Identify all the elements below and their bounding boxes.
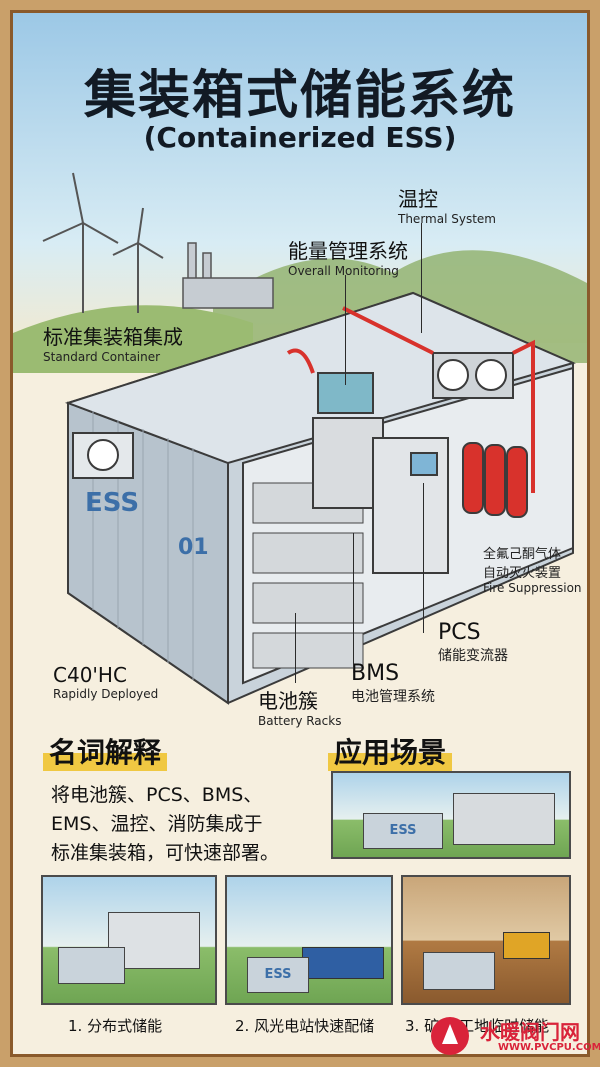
- callout-fire-cn1: 全氟己酮气体: [483, 547, 562, 562]
- callout-bms-cn: 电池管理系统: [351, 689, 435, 705]
- callout-pcs-en: PCS: [438, 620, 481, 645]
- callout-ems-cn: 能量管理系统: [288, 239, 408, 263]
- leader-line-pcs: [423, 483, 424, 633]
- applications-heading: 应用场景: [328, 731, 453, 771]
- scene-ess-box-2: ESS: [247, 957, 309, 993]
- callout-fire: 全氟己酮气体 自动灭火装置 Fire Suppression: [483, 543, 582, 595]
- watermark-logo-icon: [431, 1017, 469, 1055]
- poster-title: 集装箱式储能系统: [83, 66, 516, 126]
- callout-container: 标准集装箱集成 Standard Container: [43, 321, 183, 364]
- watermark-text: 水暖阀门网: [480, 1020, 580, 1044]
- watermark-url: WWW.PVCPU.COM: [498, 1042, 600, 1053]
- scene-caption-2: 2. 风光电站快速配储: [235, 1017, 375, 1035]
- factory-icon: [182, 242, 274, 309]
- glossary-line-1: 将电池簇、PCS、BMS、: [51, 784, 263, 806]
- scene-1-container: [58, 947, 125, 984]
- callout-container-cn: 标准集装箱集成: [43, 325, 183, 349]
- solar-panel-icon: [302, 947, 384, 979]
- leader-line-bms: [353, 533, 354, 673]
- glossary-line-3: 标准集装箱，可快速部署。: [51, 842, 280, 864]
- excavator-icon: [503, 932, 550, 959]
- scene-3-container: [423, 952, 495, 990]
- application-scene-1: [41, 875, 217, 1005]
- callout-bms: BMS 电池管理系统: [351, 661, 435, 706]
- scene-caption-1: 1. 分布式储能: [68, 1017, 163, 1035]
- callout-c40: C40'HC Rapidly Deployed: [53, 663, 158, 701]
- callout-rack-cn: 电池簇: [258, 689, 318, 713]
- callout-ems-en: Overall Monitoring: [288, 264, 399, 278]
- callout-thermal-cn: 温控: [398, 187, 438, 211]
- callout-c40-en: C40'HC: [53, 663, 127, 687]
- leader-line-ems: [345, 275, 346, 385]
- container-number-marking: 01: [178, 535, 209, 560]
- poster-frame: 集装箱式储能系统 (Containerized ESS): [10, 10, 590, 1057]
- callout-container-en: Standard Container: [43, 350, 161, 364]
- callout-fire-en: Fire Suppression: [483, 581, 582, 595]
- application-scene-2: ESS: [225, 875, 393, 1005]
- leader-line-rack: [295, 613, 296, 683]
- glossary-text: 将电池簇、PCS、BMS、 EMS、温控、消防集成于 标准集装箱，可快速部署。: [51, 781, 306, 868]
- application-scene-main: ESS: [331, 771, 571, 859]
- callout-rack-en: Battery Racks: [258, 714, 342, 728]
- application-scene-3: [401, 875, 571, 1005]
- callout-thermal-en: Thermal System: [398, 212, 496, 226]
- poster-subtitle: (Containerized ESS): [143, 121, 457, 154]
- callout-pcs-cn: 储能变流器: [438, 648, 508, 664]
- callout-thermal: 温控 Thermal System: [398, 183, 496, 226]
- callout-bms-en: BMS: [351, 661, 400, 686]
- wind-turbine-icon: [42, 172, 164, 313]
- glossary-heading: 名词解释: [43, 731, 168, 771]
- callout-pcs: PCS 储能变流器: [438, 620, 508, 665]
- factory-icon: [453, 793, 555, 845]
- callout-c40-sub: Rapidly Deployed: [53, 687, 159, 701]
- callout-rack: 电池簇 Battery Racks: [258, 685, 341, 728]
- scene-ess-box: ESS: [363, 813, 443, 849]
- ess-container-icon: [64, 291, 576, 705]
- watermark: 水暖阀门网 WWW.PVCPU.COM: [428, 1014, 600, 1058]
- container-illustration: [13, 172, 587, 705]
- callout-ems: 能量管理系统 Overall Monitoring: [288, 235, 408, 278]
- container-ess-marking: ESS: [85, 488, 140, 518]
- callout-fire-cn2: 自动灭火装置: [483, 566, 562, 581]
- leader-line-thermal: [421, 223, 422, 333]
- glossary-line-2: EMS、温控、消防集成于: [51, 813, 263, 835]
